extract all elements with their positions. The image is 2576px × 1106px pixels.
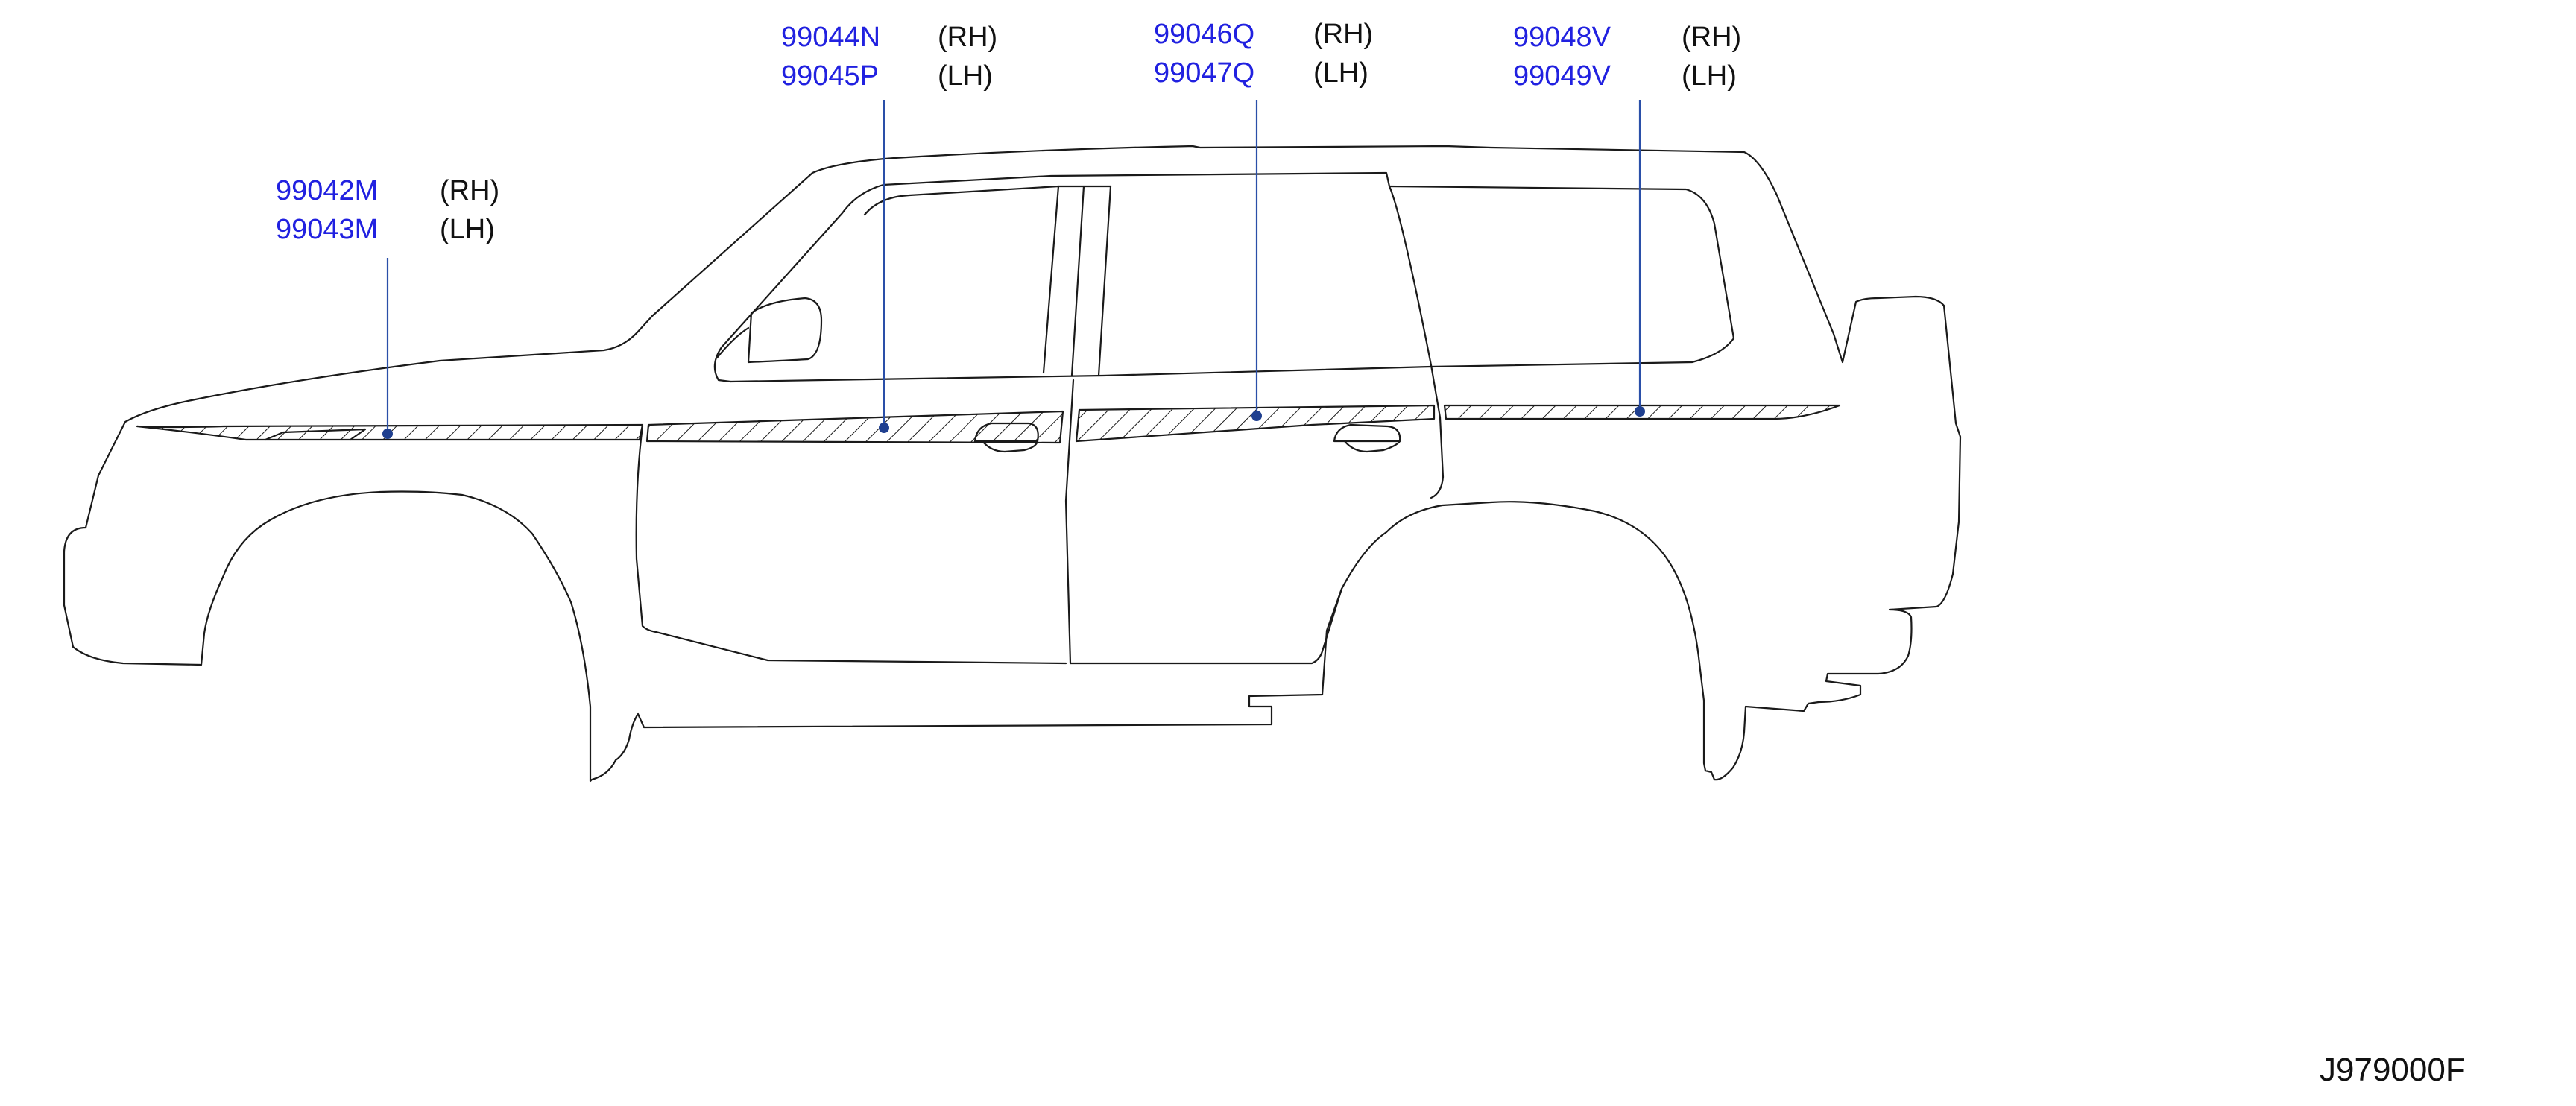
part-number-lh: 99043M: [276, 214, 378, 245]
side-label-rh: (RH): [440, 175, 499, 206]
fender-molding-detail: [264, 428, 367, 441]
b-pillar-front: [1070, 185, 1085, 377]
part-number-rh: 99042M: [276, 175, 378, 206]
window-frame-outer: [882, 171, 1391, 188]
window-beltline: [729, 185, 1735, 383]
vehicle-outline: [63, 145, 1962, 783]
part-number-lh: 99047Q: [1154, 57, 1254, 89]
side-label-rh: (RH): [938, 22, 997, 53]
front-door-leading-edge: [635, 425, 1067, 665]
front-window-glass: [863, 185, 1060, 374]
leader-dot-rear-door: [1251, 411, 1262, 421]
part-number-lh: 99045P: [781, 60, 879, 92]
part-number-rh: 99044N: [781, 22, 880, 53]
front-door-handle: [973, 422, 1039, 443]
diagram-code: J979000F: [2320, 1052, 2466, 1088]
side-label-rh: (RH): [1313, 19, 1373, 50]
front-door-molding: [645, 410, 1064, 444]
front-door-handle-recess: [981, 440, 1039, 453]
body-silhouette: [63, 145, 1962, 783]
side-label-lh: (LH): [938, 60, 993, 92]
side-label-lh: (LH): [1313, 57, 1368, 89]
b-pillar-rear: [1097, 185, 1112, 377]
leader-dot-front-fender: [382, 429, 393, 439]
callout-rear-quarter: 99048V (RH) 99049V (LH): [1513, 22, 1741, 92]
part-number-rh: 99048V: [1513, 22, 1611, 53]
callout-rear-door: 99046Q (RH) 99047Q (LH): [1154, 19, 1373, 89]
rear-door-molding: [1075, 404, 1436, 443]
rear-door-bottom: [1069, 587, 1343, 665]
side-label-lh: (LH): [440, 214, 495, 245]
leader-lines: [382, 100, 1645, 439]
leader-dot-front-door: [879, 423, 889, 433]
callout-front-door: 99044N (RH) 99045P (LH): [781, 22, 997, 92]
rear-door-handle-recess: [1343, 440, 1401, 453]
rear-door-trailing-edge: [1388, 185, 1445, 499]
window-frame-inner: [713, 183, 885, 383]
callout-front-fender: 99042M (RH) 99043M (LH): [276, 175, 499, 245]
part-number-rh: 99046Q: [1154, 19, 1254, 50]
part-number-lh: 99049V: [1513, 60, 1611, 92]
side-label-lh: (LH): [1682, 60, 1737, 92]
rear-door-handle: [1333, 423, 1401, 443]
side-label-rh: (RH): [1682, 22, 1741, 53]
side-mirror: [747, 297, 823, 364]
door-handles: [973, 422, 1401, 453]
leader-dot-rear-quarter: [1635, 406, 1645, 417]
mirror-mount: [716, 326, 750, 359]
front-door-trailing-edge: [1064, 379, 1075, 665]
body-side-moldings: [136, 404, 1841, 444]
